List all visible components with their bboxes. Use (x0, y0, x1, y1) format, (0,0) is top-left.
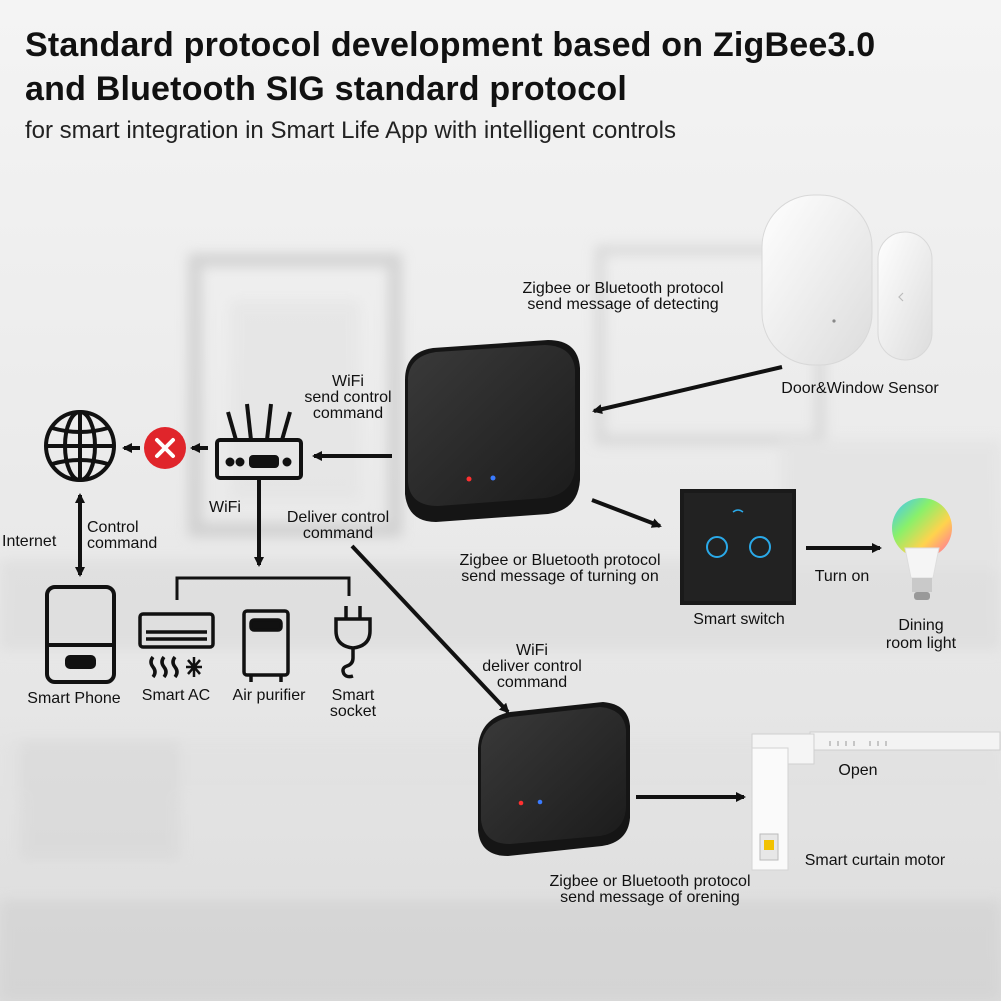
air-conditioner-icon (138, 612, 215, 679)
plug-icon (334, 606, 372, 679)
smartphone-icon (45, 585, 116, 684)
smart-switch (680, 489, 796, 605)
control-command-label: Control command (87, 519, 158, 552)
orening-label: Zigbee or Bluetooth protocol send messag… (549, 873, 751, 906)
gateway-hub-main (405, 340, 580, 522)
internet-label: Internet (2, 533, 57, 550)
wifi-deliver-label: WiFi deliver control command (482, 642, 582, 691)
page-title-line2: and Bluetooth SIG standard protocol (25, 70, 627, 108)
curtain-motor (751, 731, 1001, 871)
door-window-sensor (761, 194, 933, 366)
deliver-control-label: Deliver control command (286, 509, 390, 542)
door-sensor-label: Door&Window Sensor (781, 380, 939, 397)
page-title-line1: Standard protocol development based on Z… (25, 26, 876, 64)
page-subtitle: for smart integration in Smart Life App … (25, 117, 676, 144)
turning-on-label: Zigbee or Bluetooth protocol send messag… (459, 552, 661, 585)
air-purifier-label: Air purifier (232, 687, 306, 704)
globe-icon (44, 410, 116, 482)
smart-ac-label: Smart AC (141, 687, 211, 704)
dining-light-label: Dining room light (885, 617, 957, 652)
smart-socket-label: Smart socket (329, 687, 377, 720)
air-purifier-icon (242, 609, 290, 682)
router-label: WiFi (209, 499, 241, 516)
open-label: Open (838, 762, 878, 779)
gateway-hub-secondary (478, 702, 630, 856)
turn-on-label: Turn on (814, 568, 870, 585)
smart-phone-label: Smart Phone (27, 690, 121, 707)
wifi-send-label: WiFi send control command (304, 373, 392, 422)
connection-lines (75, 365, 882, 802)
smart-switch-label: Smart switch (693, 611, 785, 628)
x-circle-icon (144, 427, 186, 469)
curtain-motor-label: Smart curtain motor (804, 852, 946, 869)
dining-room-bulb (892, 498, 952, 600)
detecting-label: Zigbee or Bluetooth protocol send messag… (522, 280, 724, 313)
router-icon (215, 403, 303, 480)
